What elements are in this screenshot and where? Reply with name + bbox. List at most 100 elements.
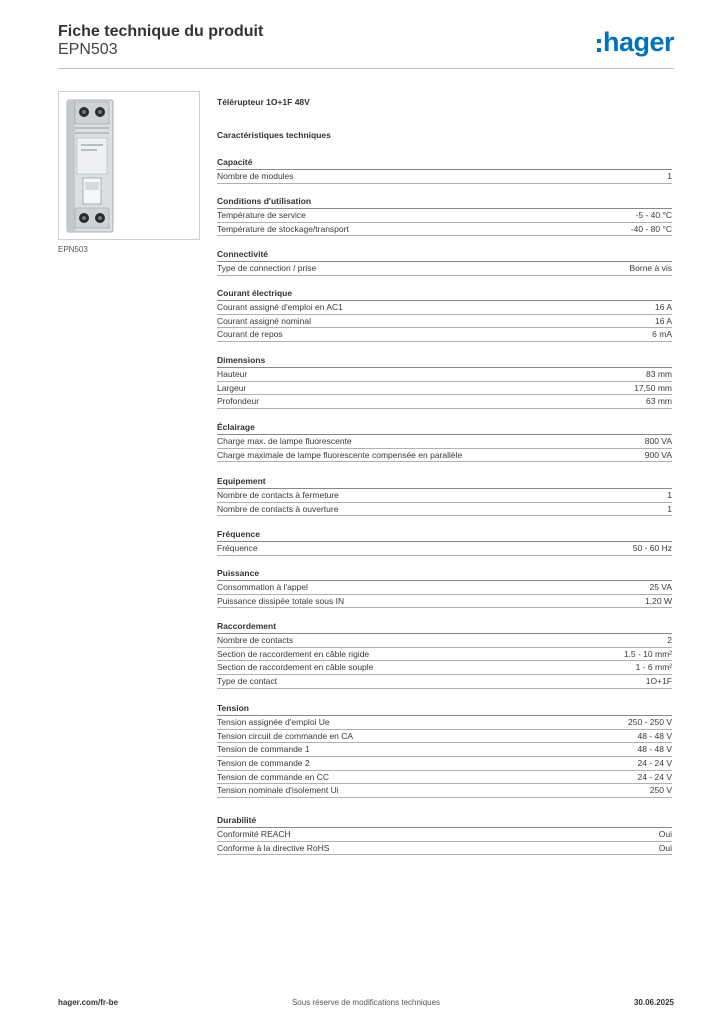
page-footer: Sous réserve de modifications techniques…: [58, 998, 674, 1010]
row-label: Tension de commande 1: [217, 744, 310, 755]
row-label: Conformité REACH: [217, 829, 291, 839]
product-image: [58, 91, 200, 240]
page-title: Fiche technique du produit: [58, 23, 264, 40]
table-row: Nombre de contacts à ouverture 1: [217, 503, 672, 517]
table-row: Nombre de contacts 2: [217, 634, 672, 648]
table-row: Puissance dissipée totale sous IN 1,20 W: [217, 595, 672, 609]
contactor-illustration-icon: [66, 99, 114, 233]
section-raccordement: Raccordement Nombre de contacts 2 Section…: [217, 621, 672, 689]
header-divider: [58, 68, 674, 69]
section-connectivite: Connectivité Type de connection / prise B…: [217, 249, 672, 276]
row-value: 1: [667, 490, 672, 500]
section-title: Éclairage: [217, 422, 672, 435]
row-value: 1: [667, 503, 672, 514]
row-value: Borne à vis: [629, 263, 672, 273]
row-value: 900 VA: [644, 449, 672, 460]
row-label: Tension de commande 2: [217, 758, 310, 769]
row-value: 16 A: [654, 315, 672, 326]
row-label: Consommation à l'appel: [217, 582, 308, 592]
row-value: 1O+1F: [645, 676, 672, 687]
row-value: 1,20 W: [645, 595, 672, 606]
row-label: Charge maximale de lampe fluorescente co…: [217, 449, 463, 460]
row-label: Nombre de contacts à ouverture: [217, 503, 339, 514]
row-label: Nombre de contacts à fermeture: [217, 490, 339, 500]
row-value: 6 mA: [652, 329, 672, 340]
table-row: Tension de commande en CC 24 - 24 V: [217, 771, 672, 785]
table-row: Température de stockage/transport -40 - 8…: [217, 223, 672, 237]
section-title: Tension: [217, 703, 672, 716]
footer-date: 30.06.2025: [633, 998, 674, 1007]
product-reference: EPN503: [58, 41, 118, 58]
row-label: Type de contact: [217, 676, 278, 687]
row-value: 24 - 24 V: [637, 758, 673, 769]
section-conditions: Conditions d'utilisation Température de …: [217, 196, 672, 237]
row-value: 1 - 6 mm²: [635, 662, 672, 673]
row-label: Tension de commande en CC: [217, 771, 329, 782]
row-label: Conforme à la directive RoHS: [217, 842, 330, 853]
row-label: Nombre de contacts: [217, 635, 294, 645]
row-label: Tension nominale d'isolement Ui: [217, 785, 339, 796]
table-row: Type de connection / prise Borne à vis: [217, 262, 672, 276]
row-label: Puissance dissipée totale sous IN: [217, 595, 345, 606]
product-image-caption: EPN503: [58, 245, 88, 254]
section-title: Capacité: [217, 157, 672, 170]
row-value: 48 - 48 V: [637, 730, 673, 741]
row-label: Profondeur: [217, 396, 260, 407]
row-value: Oui: [658, 842, 672, 853]
row-label: Tension assignée d'emploi Ue: [217, 717, 330, 727]
row-label: Courant assigné d'emploi en AC1: [217, 302, 343, 312]
row-label: Type de connection / prise: [217, 263, 317, 273]
row-value: 1.5 - 10 mm²: [623, 648, 672, 659]
row-value: -40 - 80 °C: [630, 223, 672, 234]
row-value: 250 V: [649, 785, 672, 796]
row-label: Section de raccordement en câble souple: [217, 662, 374, 673]
table-row: Tension de commande 1 48 - 48 V: [217, 743, 673, 758]
row-label: Température de stockage/transport: [217, 223, 349, 234]
footer-website-link[interactable]: hager.com/fr-be: [58, 998, 119, 1007]
footer-notice: Sous réserve de modifications techniques: [291, 998, 441, 1007]
row-value: 17,50 mm: [634, 382, 672, 393]
table-row: Tension de commande 2 24 - 24 V: [217, 757, 672, 771]
section-equipement: Equipement Nombre de contacts à fermetur…: [217, 476, 672, 517]
row-value: 83 mm: [646, 369, 672, 379]
section-title: Dimensions: [217, 355, 672, 368]
logo-text: hager: [602, 26, 675, 57]
row-value: 24 - 24 V: [637, 771, 673, 782]
table-row: Conforme à la directive RoHS Oui: [217, 842, 672, 856]
table-row: Nombre de contacts à fermeture 1: [217, 489, 672, 503]
section-courant: Courant électrique Courant assigné d'emp…: [217, 288, 672, 343]
table-row: Charge max. de lampe fluorescente 800 VA: [217, 435, 672, 449]
section-eclairage: Éclairage Charge max. de lampe fluoresce…: [217, 422, 672, 463]
product-name: Télérupteur 1O+1F 48V: [217, 97, 310, 107]
row-label: Nombre de modules: [217, 171, 294, 181]
table-row: Charge maximale de lampe fluorescente co…: [217, 449, 672, 463]
table-row: Section de raccordement en câble souple 1…: [217, 661, 672, 676]
row-value: 2: [667, 635, 672, 645]
row-label: Charge max. de lampe fluorescente: [217, 436, 352, 446]
hager-logo: hager: [596, 25, 675, 59]
row-value: 48 - 48 V: [637, 744, 673, 755]
section-title: Connectivité: [217, 249, 672, 262]
row-value: -5 - 40 °C: [635, 210, 672, 220]
logo-colon-icon: [596, 38, 601, 52]
row-value: 50 - 60 Hz: [632, 543, 672, 553]
section-title: Raccordement: [217, 621, 672, 634]
table-row: Type de contact 1O+1F: [217, 675, 672, 689]
row-label: Largeur: [217, 382, 247, 393]
row-value: 800 VA: [644, 436, 672, 446]
row-value: 25 VA: [649, 582, 672, 592]
